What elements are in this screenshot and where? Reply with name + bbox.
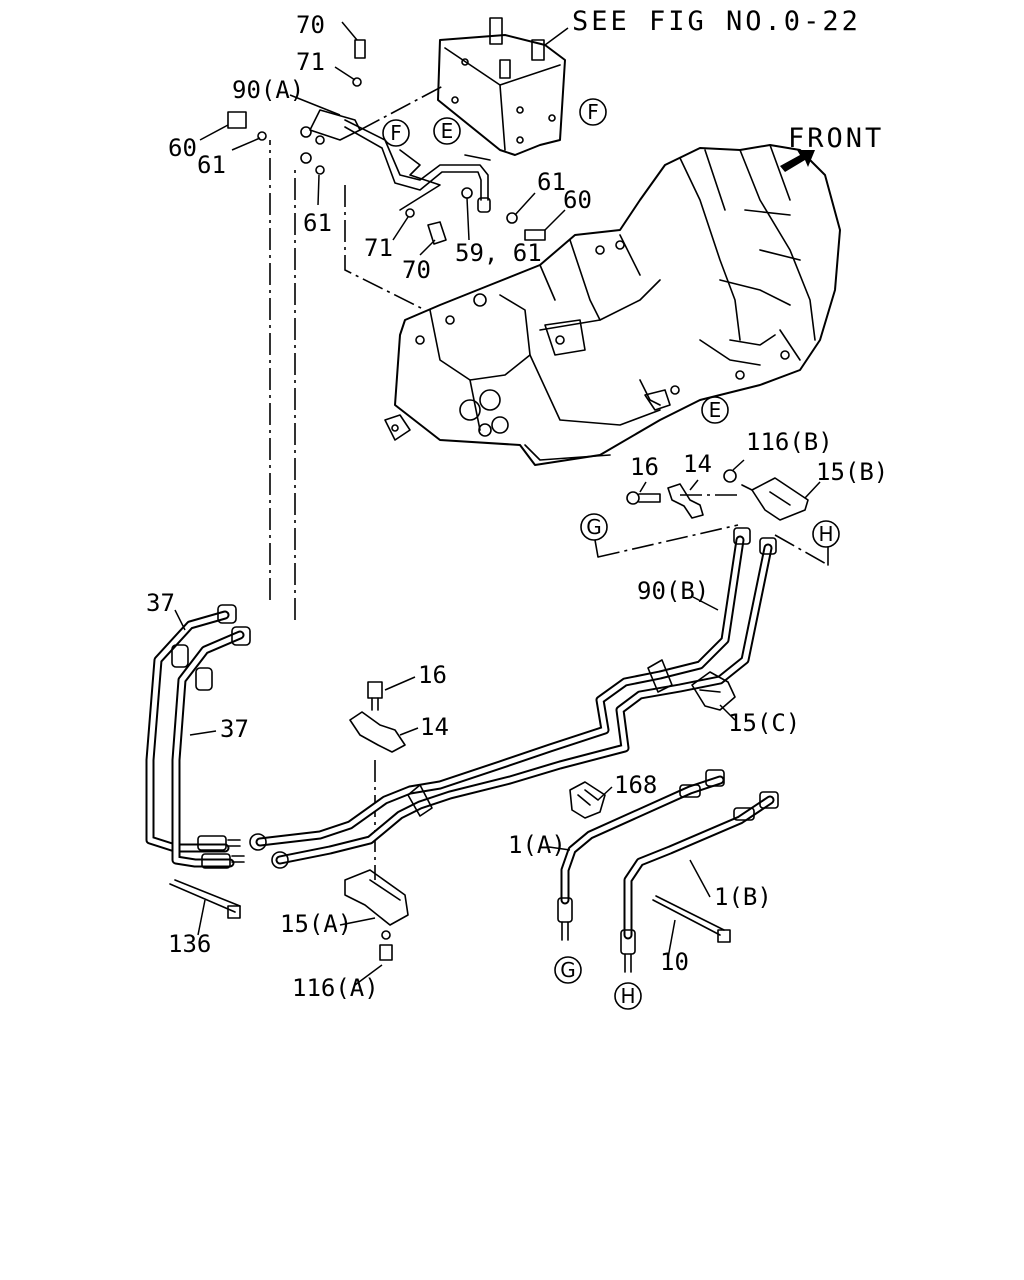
callout-leaders [174, 21, 821, 986]
ref-marker-e-mid: E [433, 117, 461, 145]
callout-90b: 90(B) [637, 577, 709, 605]
ref-marker-f-top: F [579, 98, 607, 126]
flexible-hoses [557, 769, 779, 973]
upper-cooler-lines [227, 39, 546, 245]
callout-10: 10 [660, 948, 689, 976]
ref-marker-h-bottom: H [614, 982, 642, 1010]
callout-15b: 15(B) [816, 458, 888, 486]
ref-letter-f-top: F [587, 100, 599, 124]
callout-1a: 1(A) [508, 831, 566, 859]
ref-letter-g-top: G [586, 515, 602, 539]
callout-61-left: 61 [197, 151, 226, 179]
callout-60-left: 60 [168, 134, 197, 162]
main-cooler-pipes [145, 527, 777, 869]
callout-37-mid: 37 [220, 715, 249, 743]
callout-116b: 116(B) [746, 428, 833, 456]
ref-marker-e-right: E [701, 396, 729, 424]
ref-letter-e-mid: E [441, 119, 454, 143]
callout-60-right: 60 [563, 186, 592, 214]
ref-marker-h-top: H [812, 520, 840, 548]
cover-bracket-assembly [437, 17, 569, 156]
callout-136: 136 [168, 930, 211, 958]
front-label: FRONT [788, 123, 884, 154]
callout-61-right: 61 [537, 168, 566, 196]
ref-letter-g-bottom: G [560, 958, 576, 982]
callout-61-mid: 61 [303, 209, 332, 237]
ref-letter-e-right: E [709, 398, 722, 422]
ref-marker-f-mid: F [382, 119, 410, 147]
callout-70-bottom: 70 [402, 256, 431, 284]
callout-37-top: 37 [146, 589, 175, 617]
ref-letter-f-mid: F [390, 121, 402, 145]
callout-1b: 1(B) [714, 883, 772, 911]
callout-71-bottom: 71 [364, 234, 393, 262]
ref-letter-h-bottom: H [620, 984, 635, 1008]
callout-16-top: 16 [630, 453, 659, 481]
callout-15c: 15(C) [728, 709, 800, 737]
callout-168: 168 [614, 771, 657, 799]
clips-and-brackets [169, 469, 809, 961]
callout-70-top: 70 [296, 11, 325, 39]
ref-letter-h-top: H [818, 522, 833, 546]
callout-16-mid: 16 [418, 661, 447, 689]
front-arrow [780, 150, 815, 172]
callout-15a: 15(A) [280, 910, 352, 938]
assembly-leader-lines [269, 84, 829, 880]
callout-116a: 116(A) [292, 974, 379, 1002]
callout-59-61: 59, 61 [455, 239, 542, 267]
ref-marker-g-top: G [580, 513, 608, 541]
transmission-housing [384, 144, 841, 466]
see-figure-label: SEE FIG NO.0-22 [572, 6, 861, 37]
callout-14-top: 14 [683, 450, 712, 478]
callout-90a: 90(A) [232, 76, 304, 104]
ref-marker-g-bottom: G [554, 956, 582, 984]
callout-71-top: 71 [296, 48, 325, 76]
callout-14-mid: 14 [420, 713, 449, 741]
